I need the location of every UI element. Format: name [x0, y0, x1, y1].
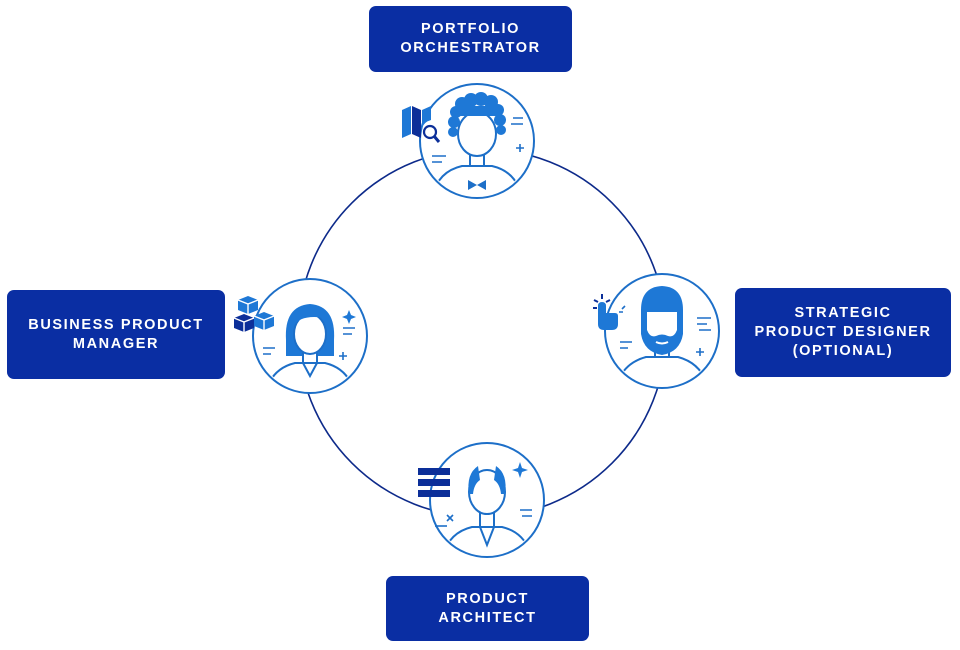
map-search-icon: [402, 106, 441, 143]
role-box-strategic-product-designer: STRATEGIC PRODUCT DESIGNER (OPTIONAL): [735, 288, 951, 377]
cubes-icon: [233, 296, 275, 332]
avatar-strategic-product-designer: [604, 273, 720, 389]
tap-gesture-icon: [593, 294, 618, 330]
role-label-left: BUSINESS PRODUCT MANAGER: [28, 316, 204, 352]
role-box-portfolio-orchestrator: PORTFOLIO ORCHESTRATOR: [369, 6, 572, 72]
role-box-business-product-manager: BUSINESS PRODUCT MANAGER: [7, 290, 225, 379]
role-label-top: PORTFOLIO ORCHESTRATOR: [400, 21, 541, 56]
avatar-business-product-manager: [252, 278, 368, 394]
role-label-right: STRATEGIC PRODUCT DESIGNER (OPTIONAL): [754, 305, 932, 359]
role-box-product-architect: PRODUCT ARCHITECT: [386, 576, 589, 641]
role-label-bottom: PRODUCT ARCHITECT: [438, 590, 537, 626]
avatar-product-architect: [429, 442, 545, 558]
list-icon: [418, 468, 450, 497]
avatar-portfolio-orchestrator: [419, 83, 535, 199]
